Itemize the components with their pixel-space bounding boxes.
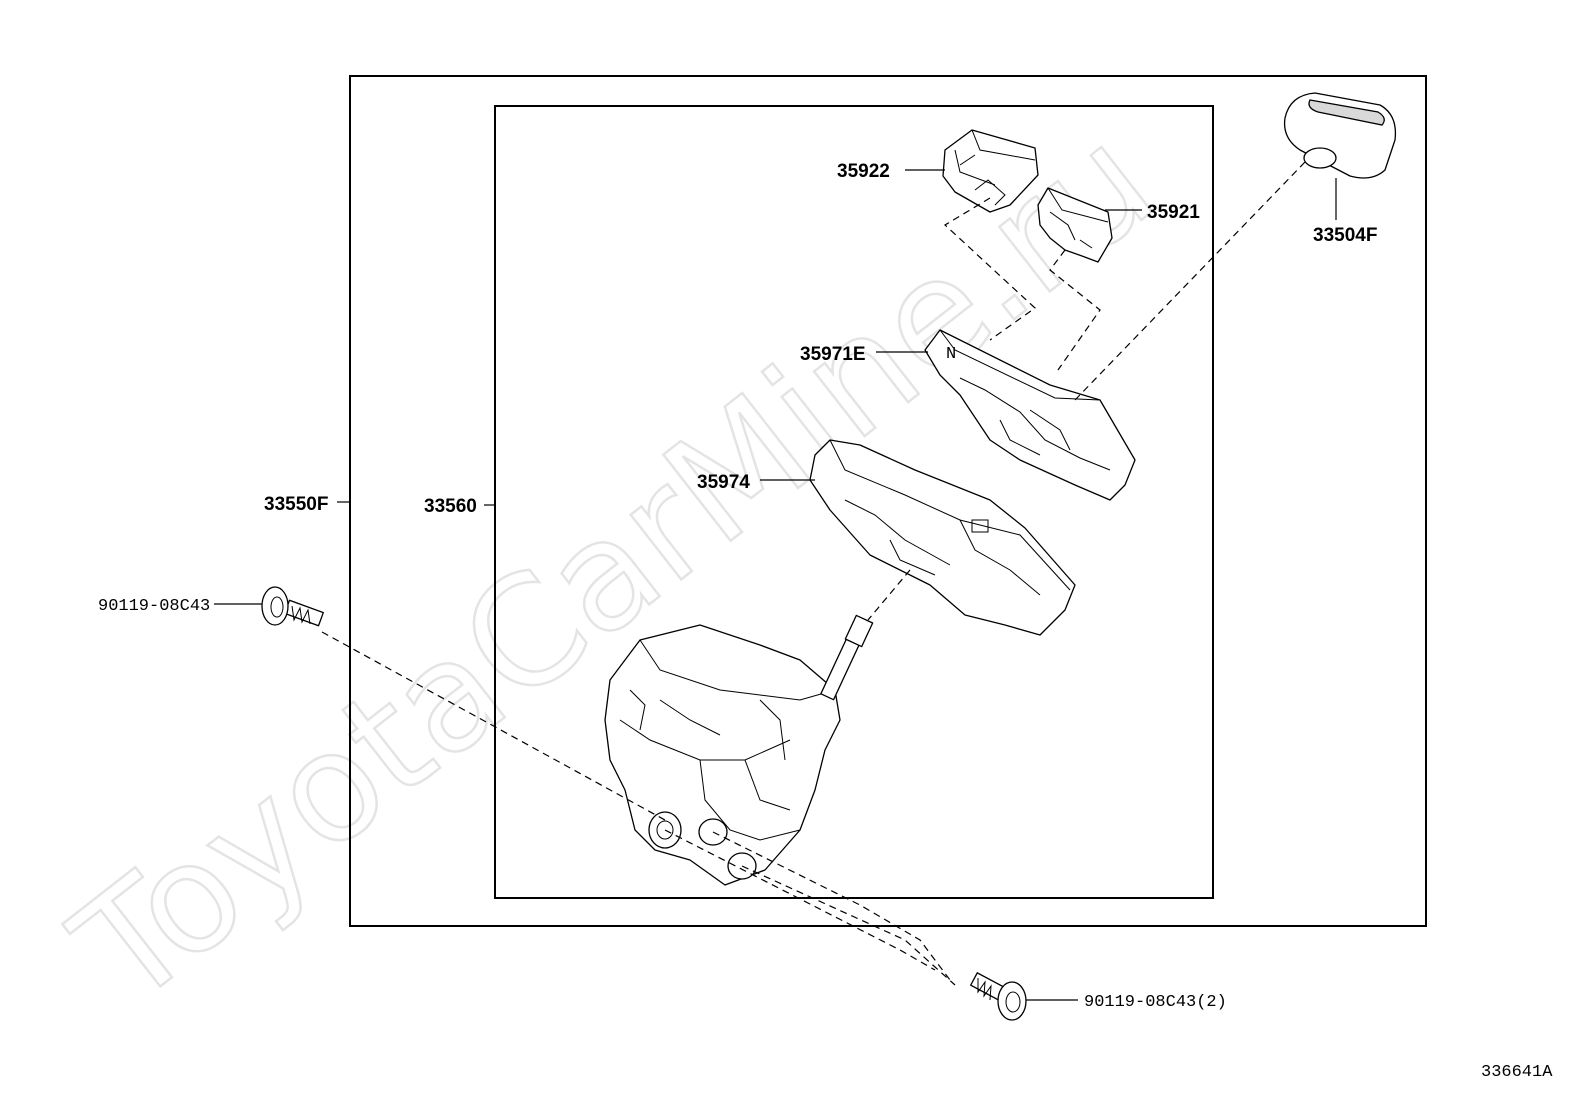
label-35971E: 35971E	[800, 344, 866, 365]
label-33560: 33560	[424, 496, 477, 517]
part-35974-shape	[809, 439, 1076, 636]
label-bolt-90119-08C43: 90119-08C43	[98, 597, 210, 616]
inner-frame-33560	[494, 105, 1214, 899]
part-35921-shape	[1037, 187, 1113, 263]
label-33550F: 33550F	[264, 494, 328, 515]
bolt-90119-08C43-upper	[261, 586, 324, 627]
label-35922: 35922	[837, 161, 890, 182]
dashline-bolt2	[712, 831, 951, 981]
part-33504F-knob	[1283, 92, 1397, 179]
label-35974: 35974	[697, 472, 750, 493]
dashline-bolt1-b	[664, 829, 936, 971]
diagram-id: 336641A	[1481, 1063, 1553, 1082]
dashline-35922	[944, 197, 1036, 341]
dashline-35921	[1049, 249, 1101, 371]
label-35921: 35921	[1147, 202, 1200, 223]
outer-frame-33550F	[349, 75, 1427, 927]
dashline-35974	[867, 569, 911, 621]
dashline-bolt1-a	[321, 631, 666, 821]
part-35971E-mark-n: N	[946, 345, 956, 364]
label-bolt-90119-08C43-2: 90119-08C43(2)	[1084, 993, 1227, 1012]
label-33504F: 33504F	[1313, 225, 1377, 246]
part-35971E-shape: N	[924, 329, 1136, 501]
bolt-90119-08C43-lower	[970, 972, 1027, 1021]
part-35922-shape	[942, 129, 1039, 213]
